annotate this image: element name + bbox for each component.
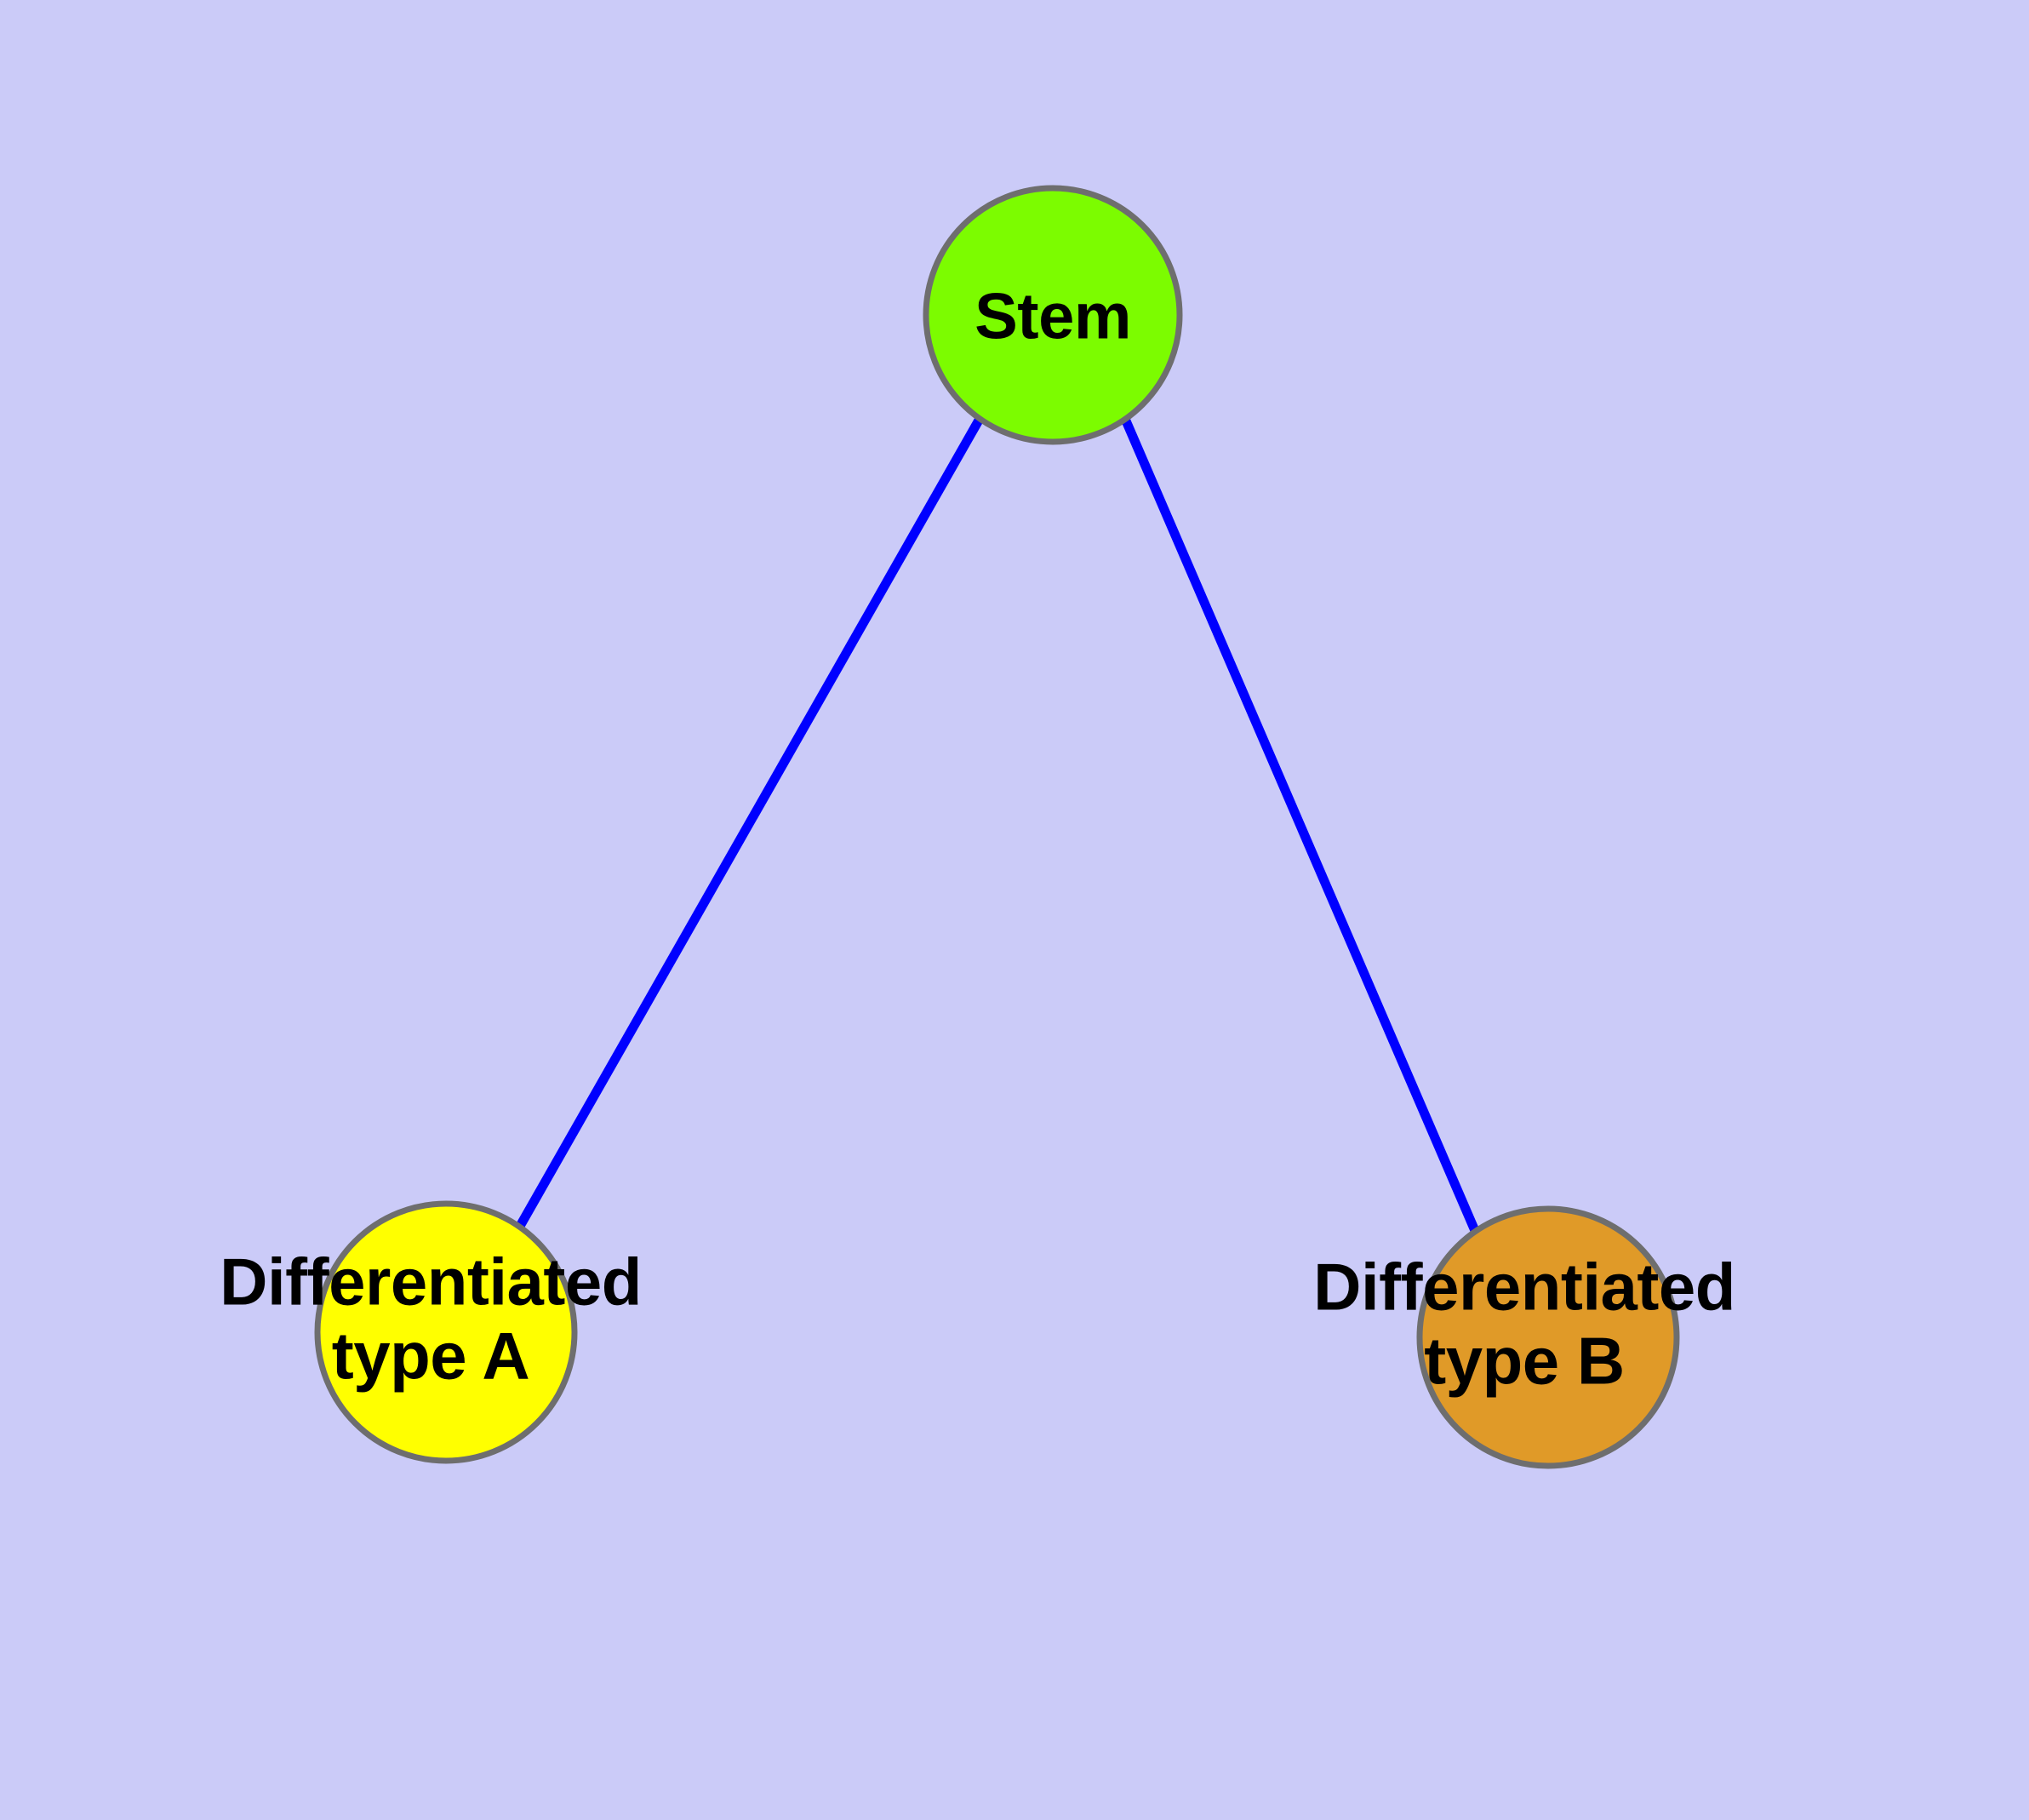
edge-stem-to-diff-a <box>515 416 984 1230</box>
edge-stem-to-diff-b <box>1120 416 1481 1235</box>
edges-group <box>515 416 1481 1235</box>
node-diff-b[interactable] <box>1416 1205 1680 1469</box>
nodes-group <box>314 185 1680 1469</box>
node-diff-a[interactable] <box>314 1200 578 1464</box>
node-stem[interactable] <box>923 185 1183 445</box>
